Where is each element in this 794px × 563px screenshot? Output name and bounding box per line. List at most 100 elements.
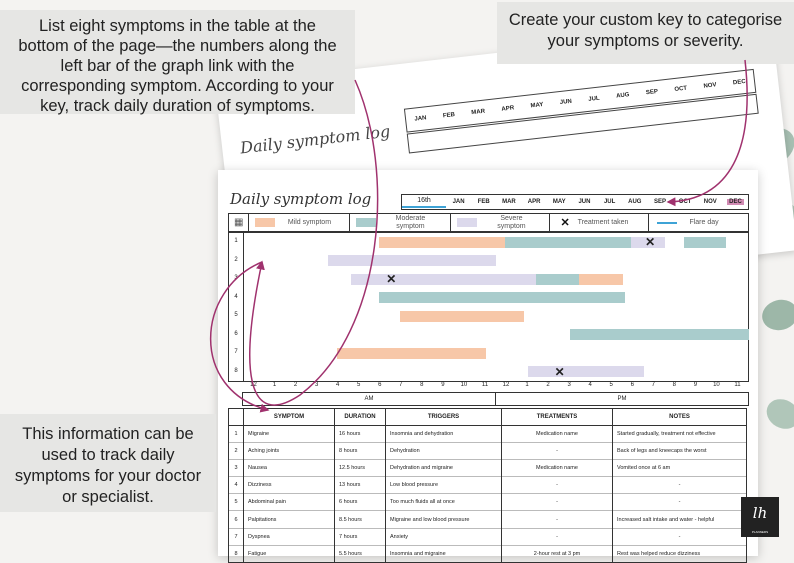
symptom-cell[interactable]: Fatigue [243,544,335,563]
am-label: AM [243,393,496,405]
duration-cell[interactable]: 8 hours [334,442,386,460]
moderate-label: Moderate symptom [395,214,426,230]
triggers-cell[interactable]: Migraine and low blood pressure [385,510,502,529]
treatments-cell[interactable]: 2-hour rest at 3 pm [501,544,613,563]
month-dec[interactable]: DEC [727,199,744,205]
row-number-cell: 2 [228,442,244,460]
treatments-cell[interactable]: - [501,527,613,546]
symptom-table: SYMPTOM DURATION TRIGGERS TREATMENTS NOT… [228,408,747,563]
mild-label: Mild symptom [287,218,332,226]
month-aug[interactable]: AUG [628,199,642,205]
triggers-header: TRIGGERS [385,408,502,426]
duration-cell[interactable]: 6 hours [334,493,386,511]
month-feb[interactable]: FEB [477,199,490,205]
grid-icon: ▦ [234,217,244,228]
symptom-cell[interactable]: Nausea [243,459,335,477]
hour-label: 12 [502,382,510,388]
hour-label: 6 [630,382,634,388]
key-severe: Severe symptom [451,214,551,231]
row-number-label: 5 [234,312,238,319]
hour-label: 11 [734,382,741,388]
treatments-cell[interactable]: Medication name [501,424,613,443]
month-oct[interactable]: OCT [678,199,692,205]
notes-cell[interactable]: Started gradually, treatment not effecti… [612,424,747,443]
row-number-label: 3 [234,275,238,282]
month-sep[interactable]: SEP [653,199,666,205]
symptom-cell[interactable]: Aching joints [243,442,335,460]
notes-cell[interactable]: - [612,527,747,546]
row-number-label: 1 [234,238,238,245]
treatments-cell[interactable]: - [501,442,613,460]
triggers-cell[interactable]: Too much fluids all at once [385,493,502,511]
notes-cell[interactable]: Back of legs and kneecaps the worst [612,442,747,460]
triggers-cell[interactable]: Anxiety [385,527,502,546]
key-mild: Mild symptom [249,214,351,231]
triggers-cell[interactable]: Low blood pressure [385,476,502,494]
symptom-bar-moderate [683,236,726,248]
triggers-cell[interactable]: Insomnia and migraine [385,544,502,563]
triggers-cell[interactable]: Insomnia and dehydration [385,424,502,443]
month-jun[interactable]: JUN [578,199,591,205]
month-may[interactable]: MAY [552,199,566,205]
flare-label: Flare day [689,219,719,226]
symptom-header: SYMPTOM [243,408,335,426]
symptom-cell[interactable]: Migraine [243,424,335,443]
notes-cell[interactable]: Increased salt intake and water - helpfu… [612,510,747,529]
am-pm-bar: AM PM [242,392,749,406]
month-selector: 16th JAN FEB MAR APR MAY JUN JUL AUG SEP… [401,194,749,210]
month-jan[interactable]: JAN [452,199,465,205]
treatments-cell[interactable]: Medication name [501,459,613,477]
duration-cell[interactable]: 7 hours [334,527,386,546]
symptom-cell[interactable]: Abdominal pain [243,493,335,511]
treatment-x-icon: ✕ [554,364,565,379]
key-moderate: Moderate symptom [350,214,452,231]
symptom-bar-mild [378,236,505,248]
notes-cell[interactable]: - [612,476,747,494]
num-header [228,408,244,426]
severe-label: Severe symptom [497,214,526,230]
triggers-cell[interactable]: Dehydration [385,442,502,460]
date-field[interactable]: 16th [402,196,446,208]
hour-label: 11 [481,382,489,388]
row-number-cell: 8 [228,544,244,563]
hour-label: 8 [672,382,677,388]
notes-cell[interactable]: Vomited once at 6 am [612,459,747,477]
symptom-bar-severe [351,273,537,285]
month-nov[interactable]: NOV [703,199,717,205]
duration-cell[interactable]: 16 hours [334,424,386,443]
notes-cell[interactable]: - [612,493,747,511]
row-number-cell: 6 [228,510,244,529]
symptom-bar-severe [631,236,665,248]
triggers-cell[interactable]: Dehydration and migraine [385,459,502,477]
duration-cell[interactable]: 12.5 hours [334,459,386,477]
month-apr[interactable]: APR [527,199,541,205]
notes-cell[interactable]: Rest was helped reduce dizziness [612,544,747,563]
treatments-header: TREATMENTS [501,408,613,426]
row-number-label: 7 [234,349,238,356]
duration-cell[interactable]: 13 hours [334,476,386,494]
symptom-cell[interactable]: Dyspnea [243,527,335,546]
month-jul[interactable]: JUL [603,199,616,205]
month-mar[interactable]: MAR [502,199,516,205]
symptom-bar-moderate [570,329,749,341]
treatments-cell[interactable]: - [501,510,613,529]
symptom-cell[interactable]: Palpitations [243,510,335,529]
row-number-label: 2 [234,256,238,263]
duration-cell[interactable]: 8.5 hours [334,510,386,529]
hour-label: 12 [250,382,257,388]
symptom-cell[interactable]: Dizziness [243,476,335,494]
key-icon-cell: ▦ [229,214,250,231]
duration-cell[interactable]: 5.5 hours [334,544,386,563]
treatments-cell[interactable]: - [501,476,613,494]
treatments-cell[interactable]: - [501,493,613,511]
hour-label: 10 [460,382,468,388]
